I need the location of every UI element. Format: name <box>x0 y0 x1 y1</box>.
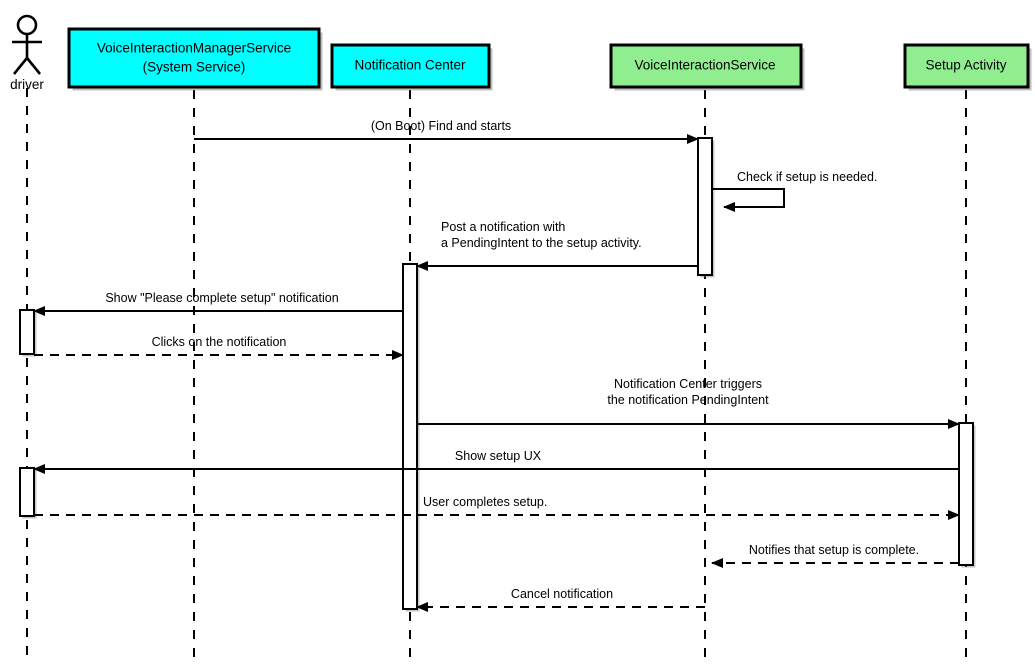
participant-box-setup_activity[interactable]: Setup Activity <box>903 43 1032 91</box>
participant-box-rect[interactable] <box>67 27 321 89</box>
participant-label: Setup Activity <box>925 58 1006 73</box>
participant-box-rect[interactable] <box>903 43 1030 89</box>
actor-leg-left-icon <box>12 57 29 75</box>
message-self-line[interactable] <box>712 188 785 212</box>
participant-label: Notification Center <box>354 58 466 73</box>
activation-bar[interactable] <box>958 422 974 566</box>
message-label: (On Boot) Find and starts <box>371 119 511 133</box>
message-label: the notification PendingIntent <box>607 393 769 407</box>
participant-box-vims[interactable]: VoiceInteractionManagerService (System Se… <box>67 27 323 91</box>
activation-bar[interactable] <box>402 263 418 610</box>
message-msg-show-notification[interactable]: Show "Please complete setup" notificatio… <box>33 291 403 316</box>
activations-layer <box>19 137 976 612</box>
actor-driver[interactable]: driver <box>10 14 44 92</box>
actor-leg-right-icon <box>25 57 42 75</box>
message-label: Clicks on the notification <box>152 335 287 349</box>
message-label: Check if setup is needed. <box>737 170 877 184</box>
activation-bar[interactable] <box>697 137 713 276</box>
message-msg-show-setup-ux[interactable]: Show setup UX <box>33 449 959 474</box>
activation-bar[interactable] <box>19 309 35 355</box>
message-msg-cancel-notification[interactable]: Cancel notification <box>416 587 705 612</box>
participant-box-vis[interactable]: VoiceInteractionService <box>609 43 805 91</box>
message-label: Post a notification with <box>441 220 565 234</box>
message-label: Notifies that setup is complete. <box>749 543 919 557</box>
message-label: Show setup UX <box>455 449 542 463</box>
participant-boxes-layer: driver VoiceInteractionManagerService (Sys… <box>10 14 1032 92</box>
message-label: a PendingIntent to the setup activity. <box>441 236 642 250</box>
message-msg-notifies-complete[interactable]: Notifies that setup is complete. <box>711 543 959 568</box>
participant-box-rect[interactable] <box>609 43 803 89</box>
participant-box-rect[interactable] <box>330 43 491 89</box>
participant-label-secondary: (System Service) <box>143 60 246 75</box>
message-label: Cancel notification <box>511 587 613 601</box>
message-msg-trigger-pendingintent[interactable]: Notification Center triggers the notifica… <box>417 377 960 429</box>
message-msg-post-notification[interactable]: Post a notification with a PendingIntent … <box>416 220 698 271</box>
message-msg-on-boot[interactable]: (On Boot) Find and starts <box>194 119 699 144</box>
message-msg-clicks-notification[interactable]: Clicks on the notification <box>34 335 404 360</box>
participant-box-notification_center[interactable]: Notification Center <box>330 43 493 91</box>
participant-label: VoiceInteractionService <box>634 58 775 73</box>
message-label: Show "Please complete setup" notificatio… <box>105 291 338 305</box>
message-label: User completes setup. <box>423 495 547 509</box>
message-msg-user-completes-setup[interactable]: User completes setup. <box>34 495 960 520</box>
message-label: Notification Center triggers <box>614 377 762 391</box>
actor-label: driver <box>10 77 44 92</box>
activation-bar[interactable] <box>19 467 35 517</box>
participant-label: VoiceInteractionManagerService <box>97 41 291 56</box>
actor-head-icon <box>16 14 38 36</box>
message-msg-check-setup[interactable]: Check if setup is needed. <box>712 170 877 212</box>
